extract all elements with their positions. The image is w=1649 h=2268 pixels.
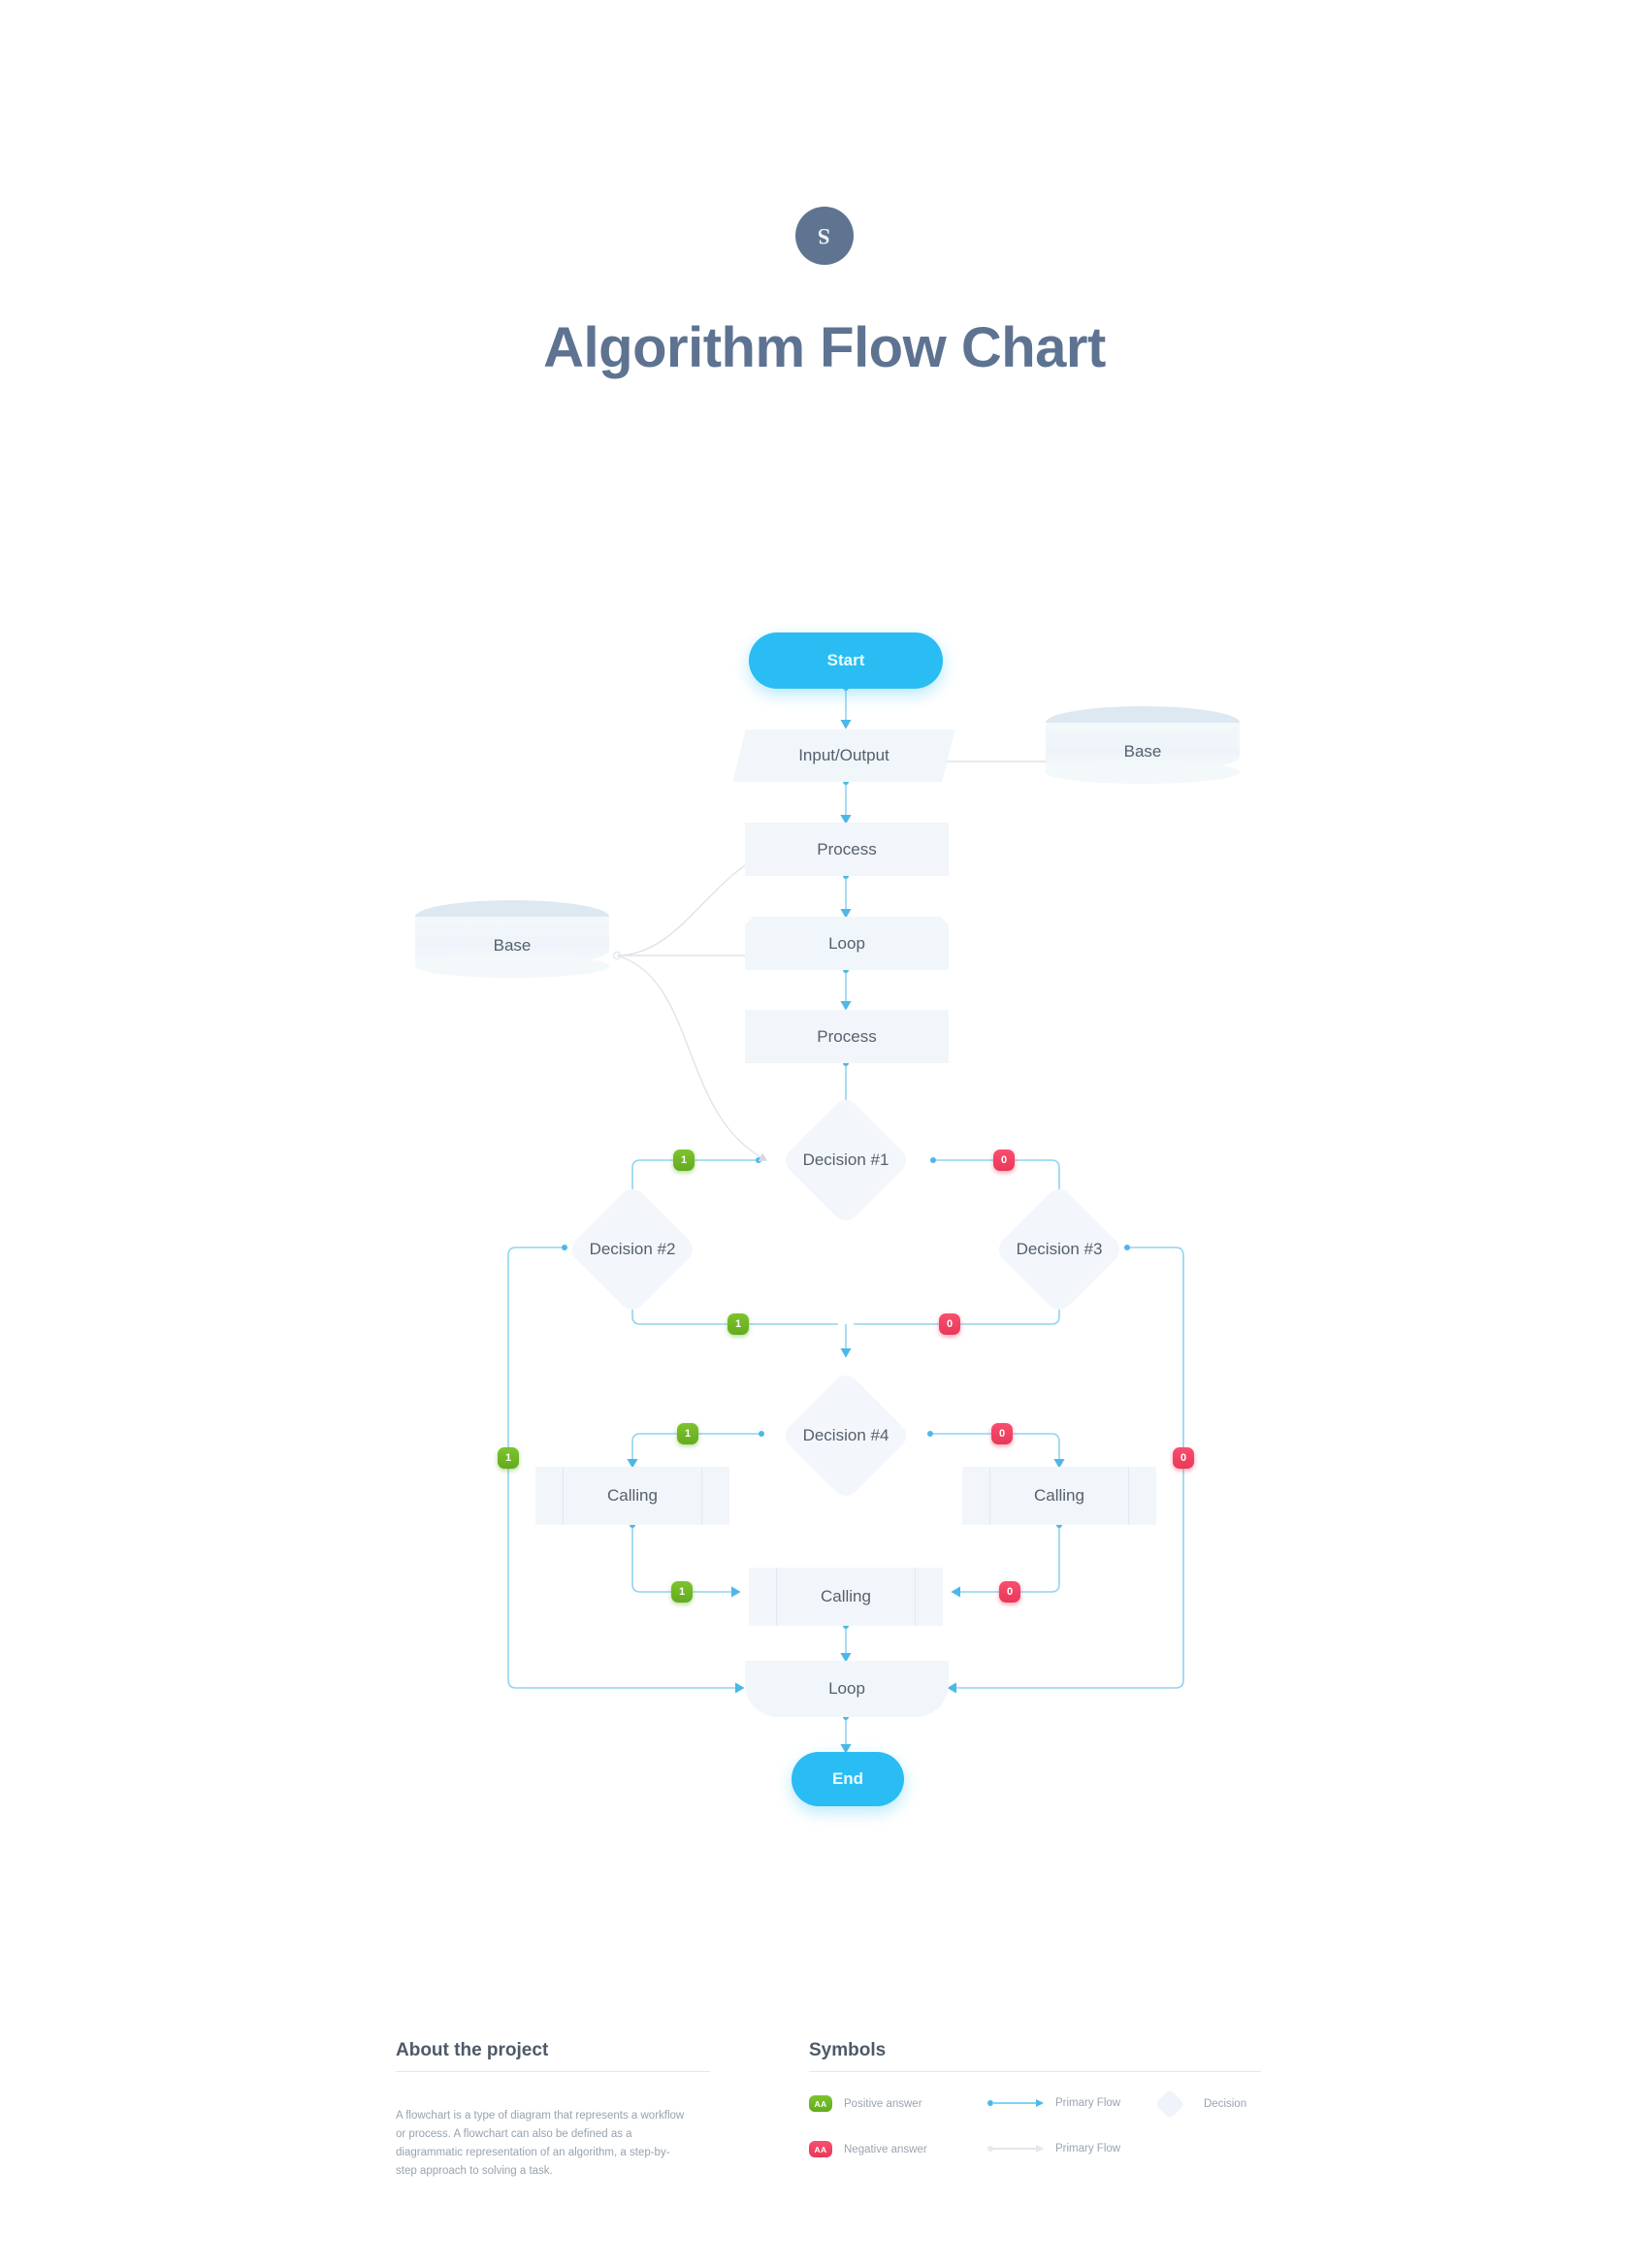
node-label: Base	[493, 936, 532, 955]
node-label: Loop	[828, 933, 865, 953]
badge-positive: 1	[677, 1423, 698, 1444]
badge-negative: 0	[1173, 1447, 1194, 1469]
node-label: Decision #1	[802, 1150, 889, 1169]
legend-badge-text: AA	[814, 2098, 827, 2109]
cylinder-body	[415, 917, 609, 978]
node-label: Calling	[607, 1486, 658, 1505]
symbols-heading: Symbols	[809, 2040, 887, 2060]
badge-negative: 0	[939, 1313, 960, 1335]
legend-label: Negative answer	[844, 2143, 927, 2155]
legend-label: Decision	[1204, 2098, 1247, 2110]
node-label: Decision #3	[1016, 1240, 1103, 1258]
legend-item-primary-flow-blue: Primary Flow	[987, 2097, 1120, 2109]
node-calling-right[interactable]: Calling	[962, 1467, 1156, 1525]
badge-negative: 0	[999, 1581, 1020, 1603]
node-base-left[interactable]: Base	[415, 900, 609, 978]
node-label: Start	[826, 651, 865, 669]
legend-item-primary-flow-gray: Primary Flow	[987, 2143, 1120, 2155]
node-calling-left[interactable]: Calling	[535, 1467, 729, 1525]
node-label: Calling	[821, 1587, 871, 1605]
badge-value: 1	[680, 1154, 688, 1166]
badge-value: 0	[1006, 1586, 1014, 1598]
badge-value: 1	[678, 1586, 686, 1598]
badge-value: 0	[946, 1318, 954, 1330]
badge-negative: 0	[991, 1423, 1013, 1444]
symbols-divider	[809, 2071, 1261, 2072]
legend-label: Primary Flow	[1055, 2097, 1121, 2109]
flow-blue-icon	[987, 2099, 1044, 2107]
badge-value: 0	[1180, 1452, 1187, 1464]
node-process-1[interactable]: Process	[745, 823, 949, 876]
node-label: Loop	[828, 1679, 865, 1698]
badge-value: 0	[1000, 1154, 1008, 1166]
brand-logo-icon: S	[795, 207, 854, 265]
node-label: Decision #4	[802, 1426, 889, 1444]
legend-item-decision: Decision	[1154, 2089, 1247, 2120]
badge-value: 1	[684, 1428, 692, 1440]
node-end[interactable]: End	[792, 1752, 904, 1806]
legend-item-negative: AA Negative answer	[809, 2141, 927, 2157]
legend-label: Primary Flow	[1055, 2143, 1121, 2155]
node-decision-4[interactable]: Decision #4	[759, 1370, 933, 1502]
node-label: Calling	[1034, 1486, 1084, 1505]
node-start[interactable]: Start	[749, 632, 943, 689]
node-loop-1[interactable]: Loop	[745, 917, 949, 970]
legend-badge-text: AA	[814, 2144, 827, 2155]
badge-value: 1	[734, 1318, 742, 1330]
node-input-output[interactable]: Input/Output	[732, 729, 955, 782]
badge-negative: 0	[993, 1150, 1015, 1171]
node-label: Base	[1123, 742, 1162, 761]
node-calling-center[interactable]: Calling	[749, 1568, 943, 1626]
node-label: Process	[817, 839, 877, 859]
badge-positive: 1	[728, 1313, 749, 1335]
legend-badge-positive: AA	[809, 2095, 832, 2112]
about-body: A flowchart is a type of diagram that re…	[396, 2110, 685, 2177]
node-base-right[interactable]: Base	[1046, 706, 1240, 784]
legend-badge-negative: AA	[809, 2141, 832, 2157]
node-decision-2[interactable]: Decision #2	[545, 1183, 720, 1315]
node-decision-1[interactable]: Decision #1	[759, 1094, 933, 1226]
decision-diamond-icon	[1154, 2089, 1185, 2120]
node-label: Input/Output	[798, 746, 889, 764]
node-process-2[interactable]: Process	[745, 1010, 949, 1063]
node-label: Decision #2	[589, 1240, 676, 1258]
legend-label: Positive answer	[844, 2097, 922, 2110]
about-divider	[396, 2071, 710, 2072]
about-heading: About the project	[396, 2040, 549, 2060]
badge-positive: 1	[673, 1150, 695, 1171]
badge-value: 1	[504, 1452, 512, 1464]
legend-item-positive: AA Positive answer	[809, 2095, 922, 2112]
badge-positive: 1	[671, 1581, 693, 1603]
cylinder-body	[1046, 723, 1240, 784]
node-loop-2[interactable]: Loop	[745, 1661, 949, 1717]
flow-gray-icon	[987, 2145, 1044, 2153]
node-label: Process	[817, 1026, 877, 1046]
badge-positive: 1	[498, 1447, 519, 1469]
page-title: Algorithm Flow Chart	[543, 316, 1106, 379]
badge-value: 0	[998, 1428, 1006, 1440]
node-label: End	[831, 1769, 864, 1788]
node-decision-3[interactable]: Decision #3	[972, 1183, 1147, 1315]
